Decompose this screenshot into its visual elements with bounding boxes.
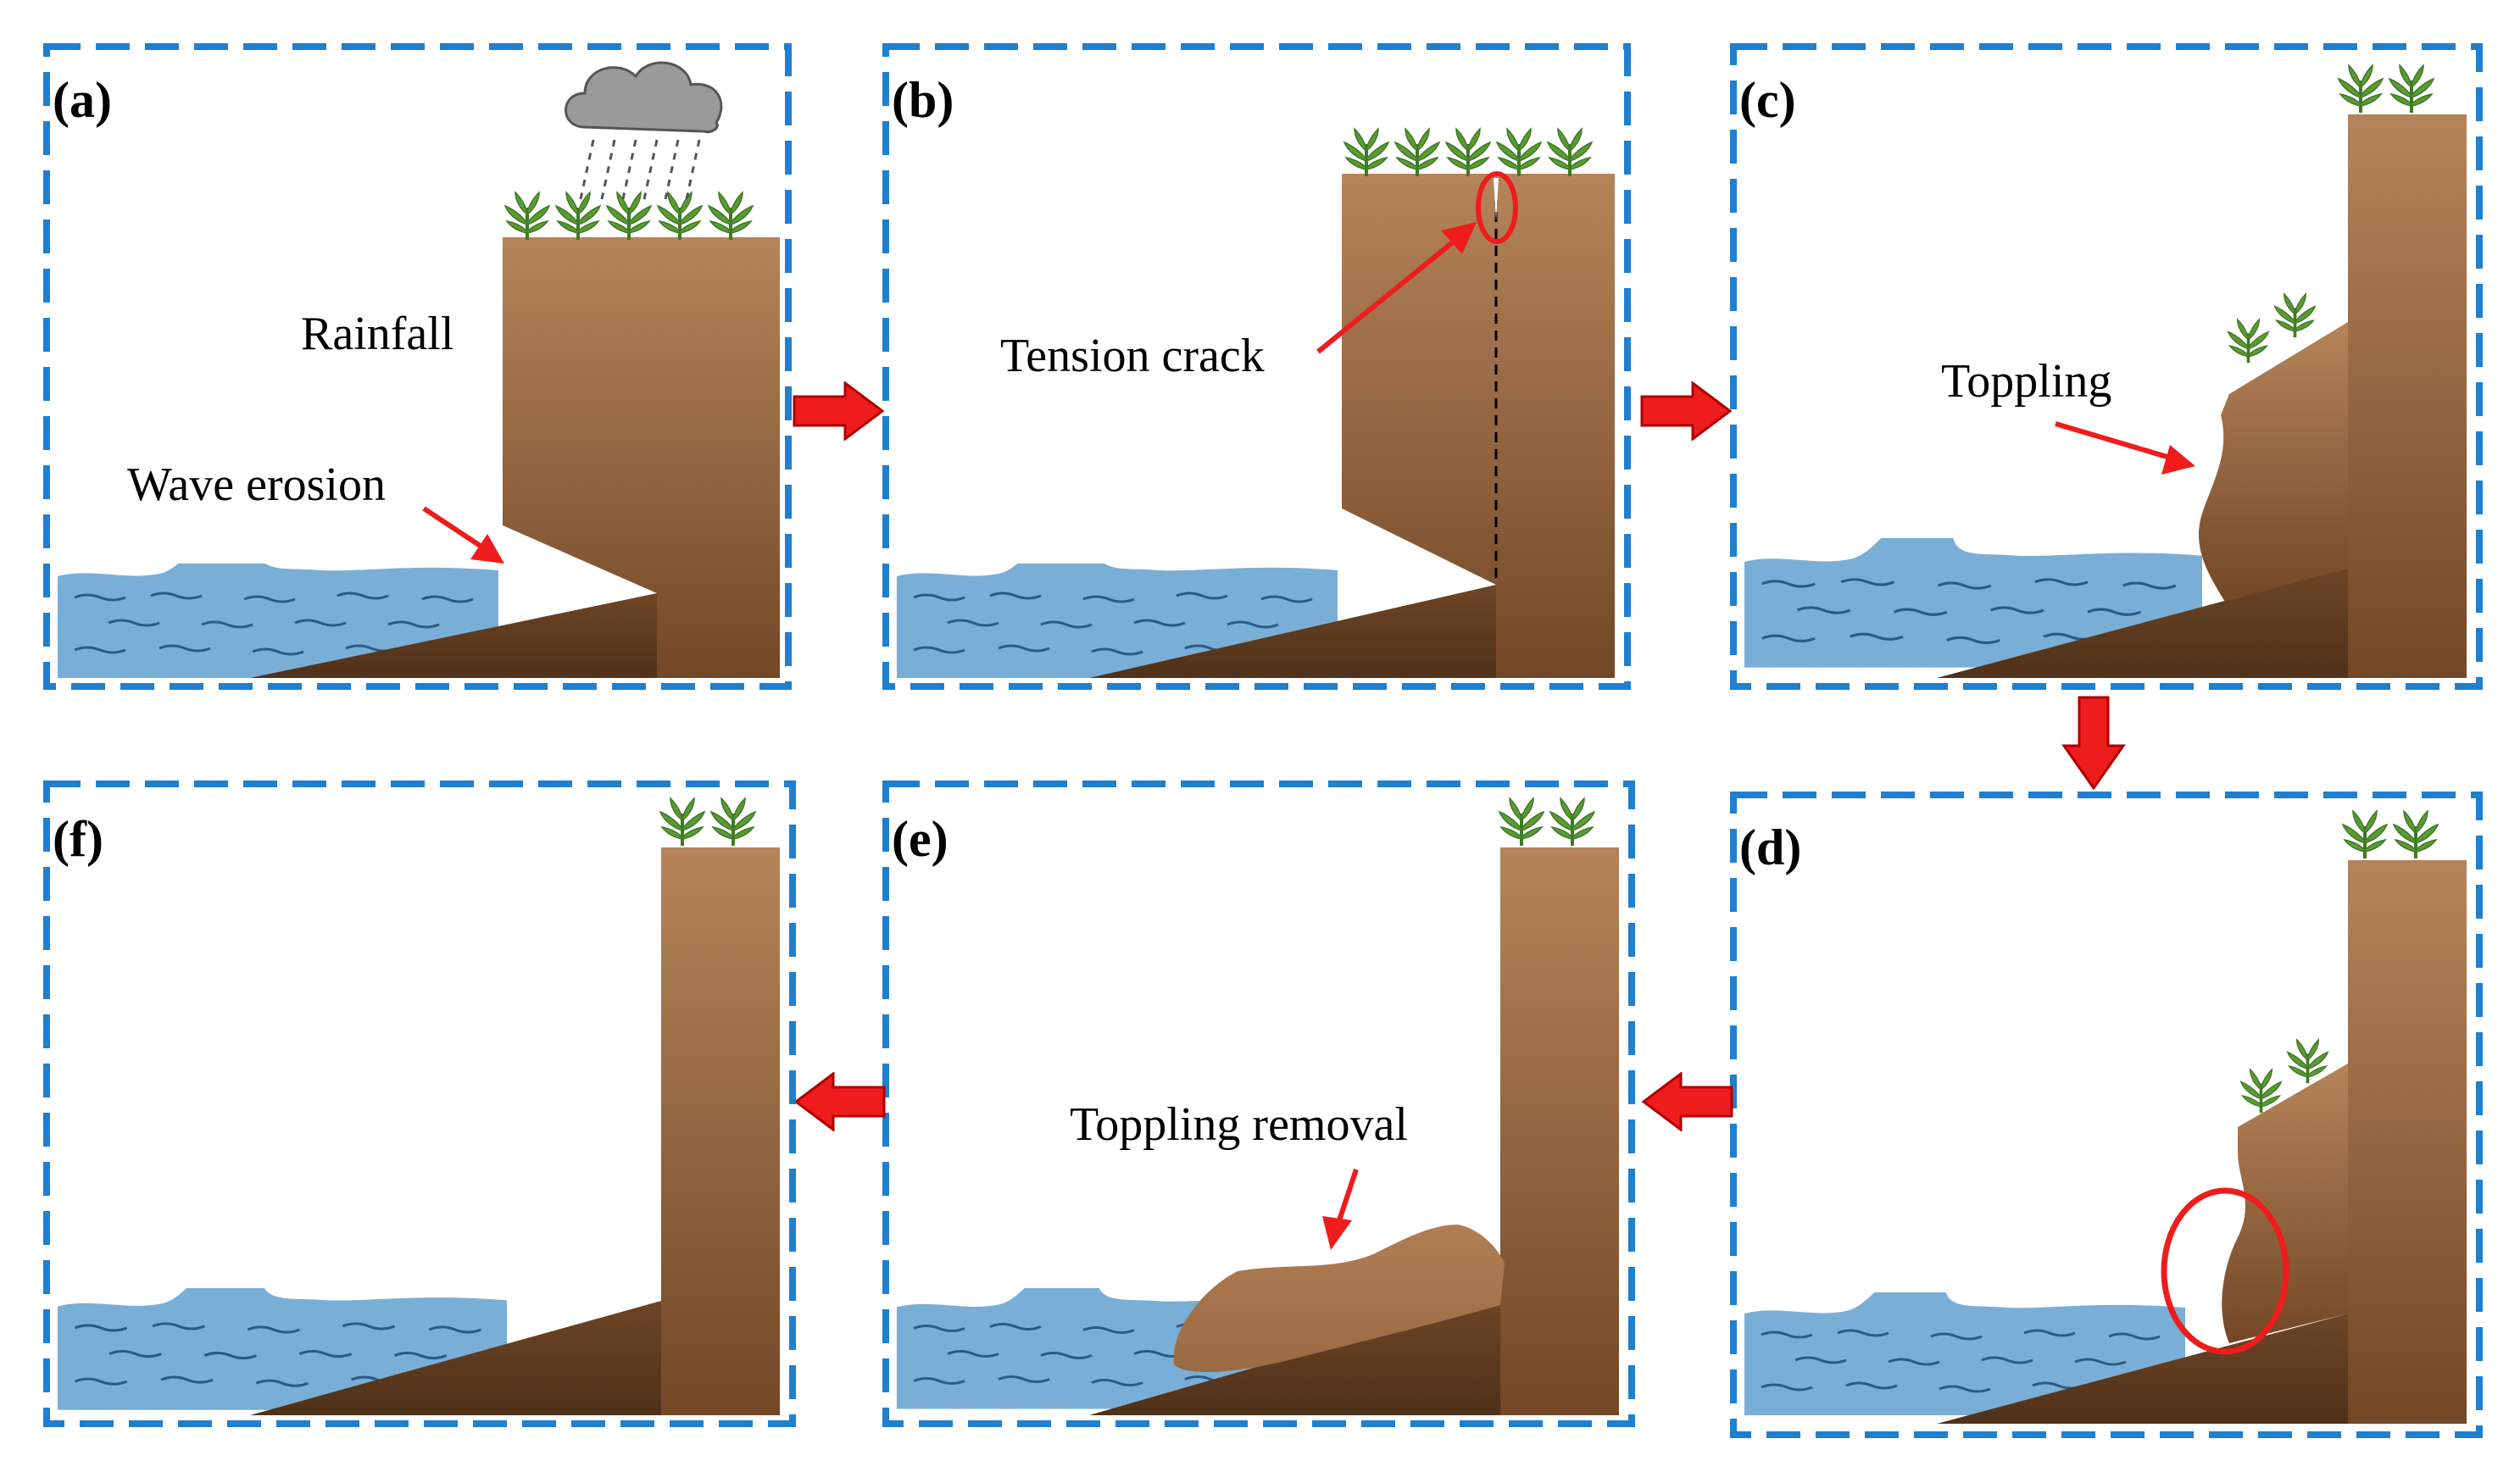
cliff-body — [1342, 174, 1615, 678]
toppling-label: Toppling — [1941, 355, 2111, 408]
plant-icon — [2389, 65, 2434, 113]
panel-d: (d) — [1730, 792, 2483, 1438]
plant-icon — [2275, 294, 2316, 337]
plant-icon — [1550, 798, 1594, 846]
plant-icon — [1499, 798, 1544, 846]
plant-icon — [1444, 127, 1492, 178]
panel-frame — [43, 780, 796, 1427]
panel-letter: (c) — [1739, 72, 1796, 128]
pointer-arrow — [1316, 222, 1477, 354]
panel-frame — [882, 780, 1635, 1427]
plant-icon — [2394, 811, 2438, 858]
cliff-body — [503, 237, 780, 678]
pointer-arrow — [2055, 421, 2195, 475]
panel-letter: (e) — [892, 811, 948, 867]
panel-e: (e) Toppling removal — [882, 780, 1635, 1427]
plant-icon — [503, 191, 551, 242]
ground-slope — [250, 593, 657, 678]
panel-letter: (a) — [53, 72, 112, 128]
cliff-body — [2348, 860, 2467, 1424]
panel-letter: (f) — [53, 811, 103, 867]
cliff-body — [1500, 847, 1619, 1415]
rain-icon — [579, 139, 701, 200]
plant-icon — [707, 191, 754, 242]
plant-icon — [2343, 811, 2387, 858]
toppled-debris — [1173, 1225, 1505, 1373]
plant-icon — [2228, 319, 2269, 363]
arrow-down-icon — [2061, 696, 2126, 791]
plant-icon — [1394, 127, 1441, 178]
panel-b: (b) Tension crack — [882, 43, 1631, 690]
plant-icon — [2339, 65, 2383, 113]
arrow-right-icon — [793, 381, 884, 441]
ground-slope — [1937, 1314, 2348, 1424]
wave-erosion-label: Wave erosion — [127, 458, 386, 511]
plant-icon — [1546, 127, 1594, 178]
panel-letter: (d) — [1739, 819, 1801, 875]
cloud-icon — [565, 61, 723, 134]
plant-icon — [1343, 127, 1390, 178]
plant-icon — [554, 191, 602, 242]
toppling-block — [2199, 322, 2348, 602]
plant-icon — [660, 798, 704, 846]
crack-opening — [1494, 178, 1499, 220]
highlight-ellipse-icon — [2161, 1187, 2289, 1355]
plant-icon — [656, 191, 704, 242]
cliff-body — [661, 847, 780, 1415]
ground-slope — [250, 1301, 661, 1415]
toppling-removal-label: Toppling removal — [1070, 1098, 1408, 1151]
panel-letter: (b) — [892, 72, 954, 128]
panel-a: (a) Rainfall Wave erosion — [43, 43, 792, 690]
pointer-arrow — [422, 506, 504, 564]
panel-frame — [1730, 43, 2483, 690]
toppling-block — [2222, 1064, 2348, 1343]
arrow-left-icon — [794, 1072, 886, 1131]
arrow-left-icon — [1642, 1072, 1733, 1131]
rainfall-label: Rainfall — [301, 308, 453, 360]
plant-icon — [1495, 127, 1543, 178]
panel-c: (c) Toppling — [1730, 43, 2483, 690]
plant-icon — [2288, 1040, 2328, 1083]
pointer-arrow — [1322, 1169, 1359, 1250]
cliff-body — [2348, 114, 2467, 678]
tension-crack-label: Tension crack — [1000, 330, 1265, 382]
plant-icon — [605, 191, 653, 242]
panel-frame — [43, 43, 792, 690]
ground-slope — [1089, 585, 1496, 678]
plant-icon — [711, 798, 755, 846]
panel-frame — [1730, 792, 2483, 1438]
panel-f: (f) — [43, 780, 796, 1427]
panel-frame — [882, 43, 1631, 690]
arrow-right-icon — [1640, 381, 1732, 441]
highlight-ellipse-icon — [1476, 171, 1518, 244]
